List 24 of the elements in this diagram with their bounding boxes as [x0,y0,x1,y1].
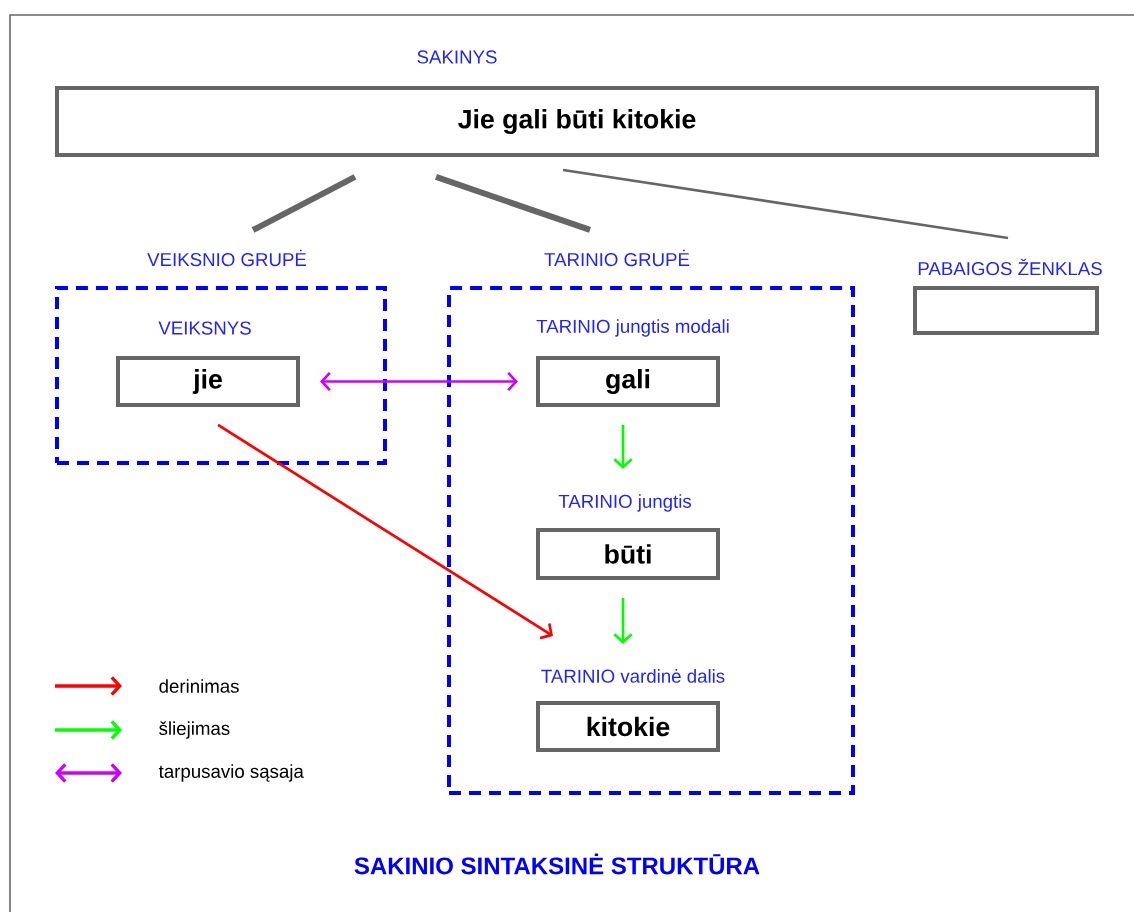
connector-line [435,174,591,233]
heading-label: SAKINYS [417,50,497,64]
word-box: jie [116,356,300,407]
word-box: kitokie [536,701,720,752]
arrow [320,371,518,392]
arrow [217,423,553,640]
heading-label: TARINIO jungtis [558,494,692,512]
arrow [613,597,633,644]
sentence-box: Jie gali būti kitokie [55,86,1099,157]
word-box: gali [536,356,720,407]
legend-label: šliejimas [159,721,230,739]
heading-label: PABAIGOS ŽENKLAS [918,258,1102,276]
heading-label: VEIKSNYS [158,321,251,335]
heading-label: TARINIO jungtis modali [536,319,729,337]
heading-label: TARINIO GRUPĖ [544,249,690,267]
heading-label: TARINIO vardinė dalis [541,669,725,683]
legend-label: tarpusavio sąsaja [158,764,304,782]
connector-line [562,168,1009,240]
legend-label: derinimas [159,679,239,693]
word-box: būti [536,527,720,580]
connector-line [251,174,357,233]
caption: SAKINIO SINTAKSINĖ STRUKTŪRA [354,853,760,875]
heading-label: VEIKSNIO GRUPĖ [147,249,307,267]
arrow [613,424,633,469]
